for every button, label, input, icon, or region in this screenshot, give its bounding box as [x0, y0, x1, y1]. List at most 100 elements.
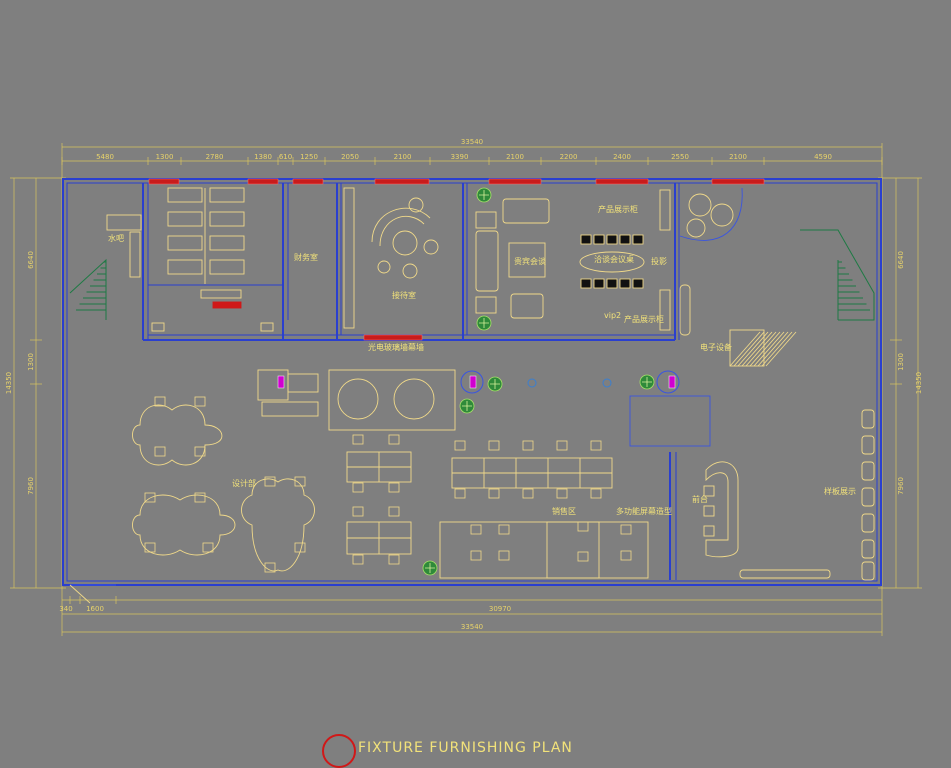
chair	[590, 488, 602, 499]
chair	[144, 542, 156, 553]
chair	[454, 488, 466, 499]
chair	[194, 396, 206, 407]
top-seg-dim: 2050	[341, 153, 359, 161]
chair	[556, 488, 568, 499]
plan-title: FIXTURE FURNISHING PLAN	[322, 734, 573, 768]
plant-icon	[476, 187, 492, 203]
plant-icon	[422, 560, 438, 576]
plant-icon	[476, 315, 492, 331]
label-sales-area: 销售区	[552, 506, 576, 516]
chair	[620, 550, 632, 561]
left-total-dim: 14350	[5, 372, 13, 394]
walls	[62, 178, 882, 586]
chair	[590, 440, 602, 451]
chair	[294, 542, 306, 553]
plan-title-text: FIXTURE FURNISHING PLAN	[358, 740, 573, 756]
chair	[488, 488, 500, 499]
label-electronic-equipment: 电子设备	[700, 342, 732, 352]
plant-icon	[639, 374, 655, 390]
room-labels: 水吧 财务室 接待室 贵宾会谈 产品展示柜 产品展示柜 vip2 投影 洽谈会议…	[108, 204, 856, 516]
label-sample-display: 样板展示	[824, 486, 856, 496]
dimension-texts: 33540 5480 1300 2780 1380 610 1250 2050 2100 339…	[5, 138, 923, 631]
chair	[154, 446, 166, 457]
chair	[522, 488, 534, 499]
chair	[620, 524, 632, 535]
markers	[277, 370, 680, 394]
label-product-cabinet-top: 产品展示柜	[598, 204, 638, 214]
chair	[352, 554, 364, 565]
chair	[388, 506, 400, 517]
chair	[352, 482, 364, 493]
label-front-desk: 前台	[692, 494, 708, 504]
chair	[577, 551, 589, 562]
top-seg-dim: 1380	[254, 153, 272, 161]
title-circle-icon	[322, 734, 356, 768]
top-seg-dim: 2400	[613, 153, 631, 161]
left-seg-2: 1300	[27, 353, 35, 371]
furniture	[69, 187, 875, 604]
top-seg-dim: 4590	[814, 153, 832, 161]
bottom-seg-3: 30970	[489, 605, 511, 613]
top-seg-dim: 2100	[394, 153, 412, 161]
chair	[202, 542, 214, 553]
chair	[194, 446, 206, 457]
right-seg-2: 1300	[897, 353, 905, 371]
bottom-total-dim: 33540	[461, 623, 483, 631]
plant-icon	[459, 398, 475, 414]
stairs-right	[800, 229, 875, 321]
top-seg-dim: 3390	[451, 153, 469, 161]
label-multimedia-screen: 多功能屏幕造型	[616, 506, 672, 516]
chairs	[144, 396, 632, 573]
chair	[352, 434, 364, 445]
chair	[577, 521, 589, 532]
top-total-dim: 33540	[461, 138, 483, 146]
chair	[470, 550, 482, 561]
chair	[388, 482, 400, 493]
chair	[488, 440, 500, 451]
label-design-dept: 设计部	[232, 478, 256, 488]
left-seg-1: 6640	[27, 251, 35, 269]
top-seg-dim: 2200	[560, 153, 578, 161]
left-seg-3: 7960	[27, 477, 35, 495]
top-seg-dim: 2100	[506, 153, 524, 161]
label-product-cabinet-bottom: 产品展示柜	[624, 314, 664, 324]
top-seg-dim: 2100	[729, 153, 747, 161]
top-seg-dim: 1250	[300, 153, 318, 161]
chair	[194, 492, 206, 503]
label-water-bar: 水吧	[108, 233, 124, 243]
right-seg-1: 6640	[897, 251, 905, 269]
dimension-lines	[10, 143, 922, 636]
top-seg-dim: 2550	[671, 153, 689, 161]
chair	[264, 562, 276, 573]
label-finance: 财务室	[294, 252, 318, 262]
stairs-left	[69, 258, 107, 320]
label-conference: 洽谈会议桌	[594, 254, 634, 264]
chair	[388, 554, 400, 565]
chair	[522, 440, 534, 451]
chair	[470, 524, 482, 535]
chair	[498, 524, 510, 535]
chair	[556, 440, 568, 451]
chair	[388, 434, 400, 445]
plant-icon	[487, 376, 503, 392]
chair	[454, 440, 466, 451]
top-seg-dim: 610	[279, 153, 292, 161]
label-vip2: vip2	[604, 311, 621, 320]
label-vip-meeting: 贵宾会谈	[514, 256, 546, 266]
top-seg-dim: 2780	[206, 153, 224, 161]
plants	[422, 187, 655, 576]
chair	[498, 550, 510, 561]
chair	[144, 492, 156, 503]
bottom-seg-1: 340	[59, 605, 72, 613]
bottom-seg-2: 1600	[86, 605, 104, 613]
chair	[294, 476, 306, 487]
right-seg-3: 7960	[897, 477, 905, 495]
chair	[264, 476, 276, 487]
windows	[148, 178, 765, 341]
floor-plan: 33540 5480 1300 2780 1380 610 1250 2050 2100 339…	[5, 138, 923, 636]
chair	[154, 396, 166, 407]
top-seg-dim: 1300	[156, 153, 174, 161]
top-seg-dim: 5480	[96, 153, 114, 161]
label-photo-wall: 光电玻璃墙幕墙	[368, 342, 424, 352]
right-total-dim: 14350	[915, 372, 923, 394]
